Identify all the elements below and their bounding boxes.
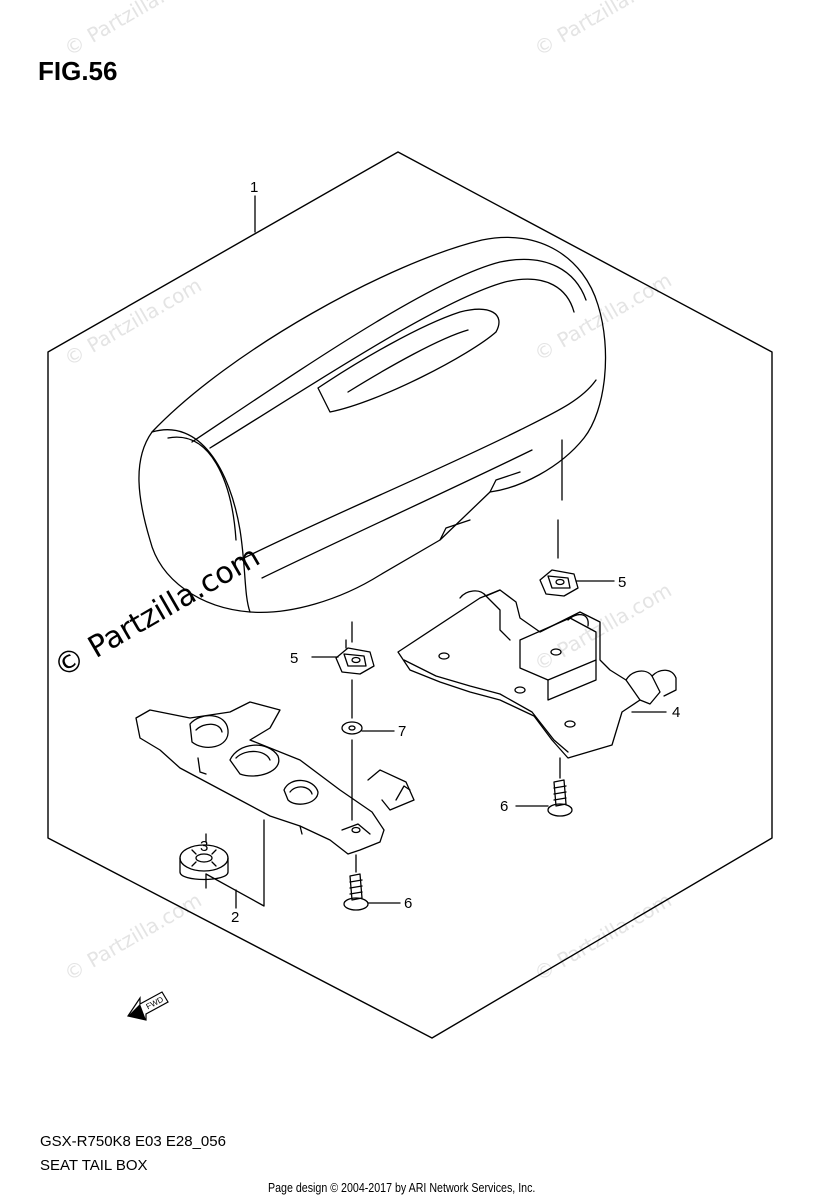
callout-6-upper: 6 [500, 798, 508, 815]
nut-clip-upper [539, 569, 579, 597]
bolt-upper [547, 779, 573, 817]
callout-3: 3 [200, 838, 208, 855]
callout-5-upper: 5 [618, 574, 626, 591]
page-footer: Page design © 2004-2017 by ARI Network S… [268, 1180, 536, 1195]
model-code: GSX-R750K8 E03 E28_056 [40, 1133, 226, 1150]
assembly-boundary [47, 151, 773, 1039]
rubber-grommet [179, 844, 229, 881]
tail-box-plate [135, 701, 415, 855]
callout-1: 1 [250, 179, 258, 196]
nut-clip-lower [335, 647, 375, 675]
callout-2: 2 [231, 909, 239, 926]
callout-7: 7 [398, 723, 406, 740]
washer [341, 721, 363, 735]
callout-6-lower: 6 [404, 895, 412, 912]
figure-title: FIG.56 [38, 56, 118, 86]
seat-tail-cover [138, 236, 607, 614]
callout-4: 4 [672, 704, 680, 721]
seat-bracket [397, 589, 677, 759]
callout-5-lower: 5 [290, 650, 298, 667]
bolt-lower [343, 873, 369, 911]
part-name: SEAT TAIL BOX [40, 1157, 148, 1174]
forward-arrow-icon: FWD [127, 991, 169, 1021]
